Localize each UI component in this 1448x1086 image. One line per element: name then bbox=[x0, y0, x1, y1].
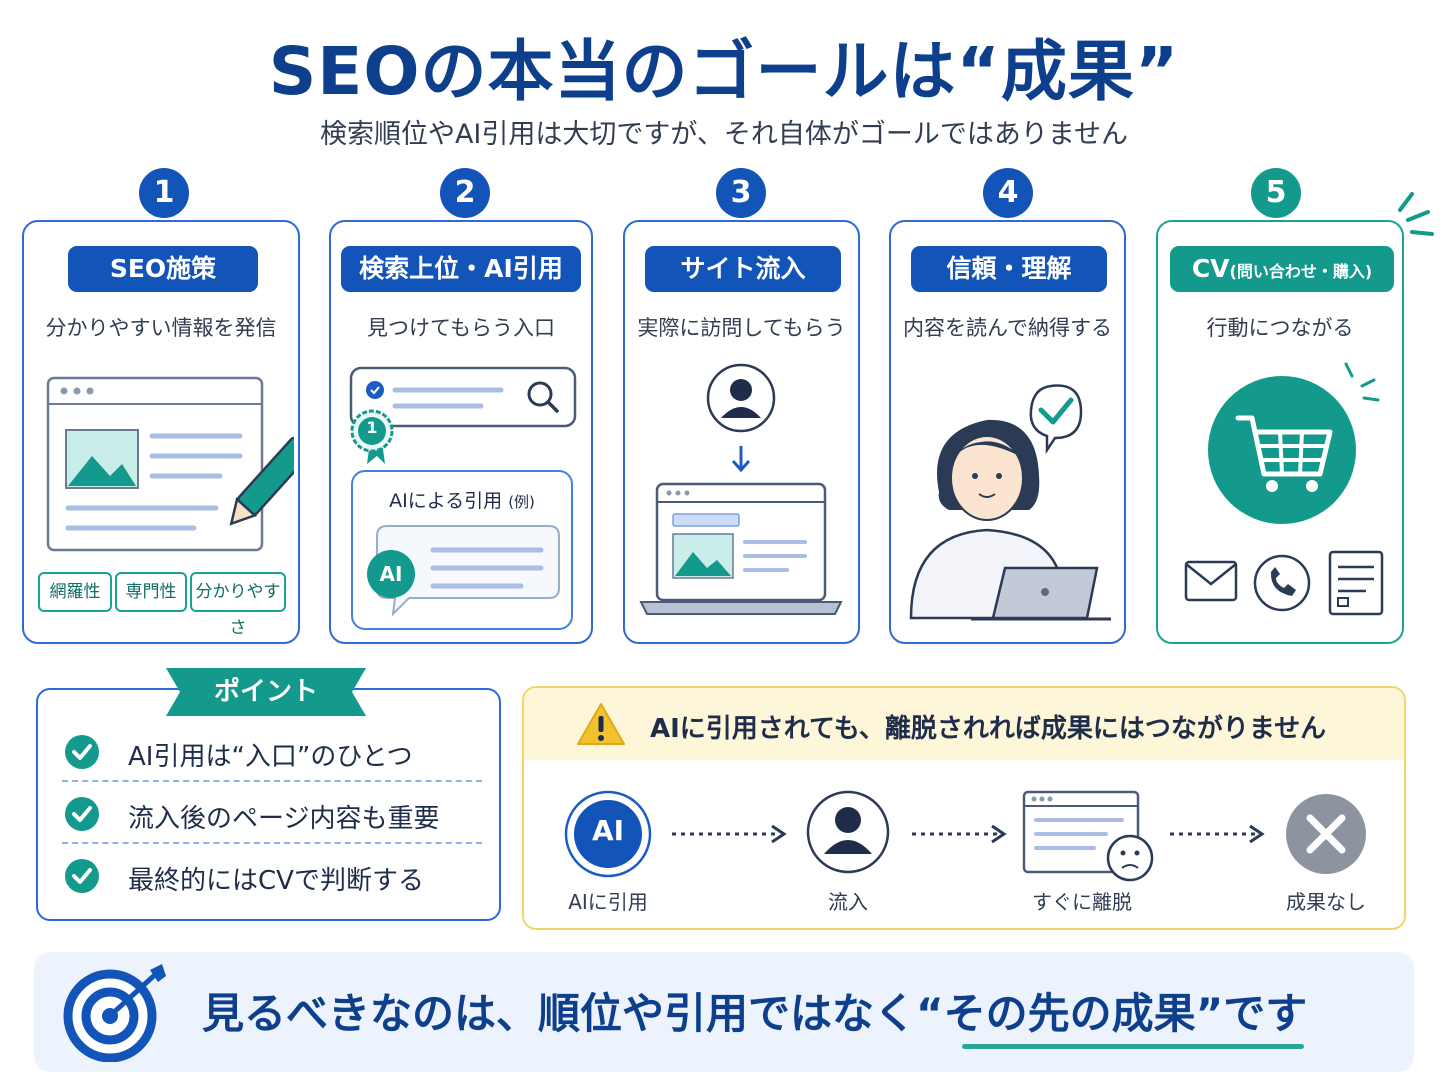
point-item-text: 流入後のページ内容も重要 bbox=[128, 804, 440, 834]
step-number-2: 2 bbox=[440, 168, 490, 218]
ai-citation-example: AIによる引用 (例) AI bbox=[351, 470, 573, 630]
step-card-site-visit: サイト流入 実際に訪問してもらう bbox=[623, 220, 860, 644]
point-panel: AI引用は“入口”のひとつ 流入後のページ内容も重要 最終的にはCVで判断する bbox=[36, 688, 501, 921]
step-label-search-ai: 検索上位・AI引用 bbox=[341, 246, 581, 292]
conclusion-highlight: “その先の成果” bbox=[916, 989, 1224, 1038]
web-page-edit-icon bbox=[46, 376, 294, 552]
conclusion-text-main: 見るべきなのは、順位や引用ではなく bbox=[202, 989, 917, 1038]
reader-person-icon bbox=[909, 384, 1111, 621]
step-number-4: 4 bbox=[983, 168, 1033, 218]
step-card-search-ai: 検索上位・AI引用 見つけてもらう入口 1 AIによる引用 (例) AI bbox=[329, 220, 593, 644]
shopping-cart-icon bbox=[1184, 362, 1384, 616]
point-item: 流入後のページ内容も重要 bbox=[64, 794, 484, 834]
conclusion-text: 見るべきなのは、順位や引用ではなく“その先の成果”です bbox=[202, 980, 1307, 1041]
step-label-site-visit: サイト流入 bbox=[645, 246, 841, 292]
ai-badge-text: AI bbox=[379, 562, 403, 586]
tag-clarity: 分かりやすさ bbox=[190, 572, 286, 638]
point-item: 最終的にはCVで判断する bbox=[64, 856, 484, 896]
warning-text: AIに引用されても、離脱されれば成果にはつながりません bbox=[650, 714, 1327, 744]
target-icon bbox=[63, 964, 166, 1062]
ai-icon-text: AI bbox=[591, 814, 625, 847]
rank-badge-icon bbox=[350, 409, 394, 453]
sparkle-icon bbox=[1398, 192, 1434, 236]
flow-label-ai-citation: AIに引用 bbox=[568, 890, 648, 914]
check-icon bbox=[65, 859, 99, 893]
step-label-trust: 信頼・理解 bbox=[911, 246, 1107, 292]
flow-label-no-result: 成果なし bbox=[1286, 890, 1366, 914]
step-desc-site-visit: 実際に訪問してもらう bbox=[637, 316, 846, 340]
page-title: SEOの本当のゴールは“成果” bbox=[268, 33, 1180, 110]
flow-label-bounce: すぐに離脱 bbox=[1032, 890, 1132, 914]
highlight-underline bbox=[962, 1044, 1304, 1049]
step-desc-cv: 行動につながる bbox=[1206, 316, 1354, 340]
page-subtitle: 検索順位やAI引用は大切ですが、それ自体がゴールではありません bbox=[319, 119, 1129, 150]
tag-comprehensiveness: 網羅性 bbox=[38, 572, 112, 612]
ai-citation-title: AIによる引用 bbox=[389, 490, 503, 512]
step-card-cv: CV(問い合わせ・購入) 行動につながる bbox=[1156, 220, 1404, 644]
warning-icon bbox=[577, 703, 625, 745]
point-item: AI引用は“入口”のひとつ bbox=[64, 732, 484, 772]
dropout-flow-diagram bbox=[564, 790, 1366, 882]
divider bbox=[62, 780, 482, 782]
conclusion-text-end: です bbox=[1223, 989, 1308, 1038]
point-item-text: 最終的にはCVで判断する bbox=[128, 866, 424, 896]
point-label: ポイント bbox=[213, 677, 318, 707]
step-desc-search-ai: 見つけてもらう入口 bbox=[367, 316, 555, 340]
point-label-ribbon bbox=[166, 668, 366, 716]
step-card-seo: SEO施策 分かりやすい情報を発信 bbox=[22, 220, 300, 644]
warning-panel: AIに引用されても、離脱されれば成果にはつながりません AI AIに引用 流入 … bbox=[522, 686, 1406, 930]
step-number-5: 5 bbox=[1251, 168, 1301, 218]
step-card-trust: 信頼・理解 内容を読んで納得する bbox=[889, 220, 1126, 644]
conclusion-banner: 見るべきなのは、順位や引用ではなく“その先の成果”です bbox=[34, 952, 1414, 1072]
check-icon bbox=[65, 797, 99, 831]
step-number-1: 1 bbox=[139, 168, 189, 218]
step-label-seo: SEO施策 bbox=[68, 246, 258, 292]
tag-expertise: 専門性 bbox=[115, 572, 187, 612]
step-label-cv-note: (問い合わせ・購入) bbox=[1229, 262, 1373, 281]
step-desc-seo: 分かりやすい情報を発信 bbox=[45, 316, 277, 340]
step-label-cv: CV(問い合わせ・購入) bbox=[1170, 246, 1394, 292]
step-label-cv-main: CV bbox=[1191, 254, 1230, 283]
visitor-laptop-icon bbox=[639, 363, 843, 615]
rank-badge-number: 1 bbox=[366, 418, 378, 437]
check-icon bbox=[65, 735, 99, 769]
divider bbox=[62, 842, 482, 844]
flow-label-inflow: 流入 bbox=[828, 890, 868, 914]
ai-chat-bubble-icon bbox=[367, 525, 560, 617]
step-desc-trust: 内容を読んで納得する bbox=[903, 316, 1112, 340]
step-number-3: 3 bbox=[716, 168, 766, 218]
ai-citation-title-note: (例) bbox=[508, 493, 535, 511]
point-item-text: AI引用は“入口”のひとつ bbox=[128, 742, 413, 772]
